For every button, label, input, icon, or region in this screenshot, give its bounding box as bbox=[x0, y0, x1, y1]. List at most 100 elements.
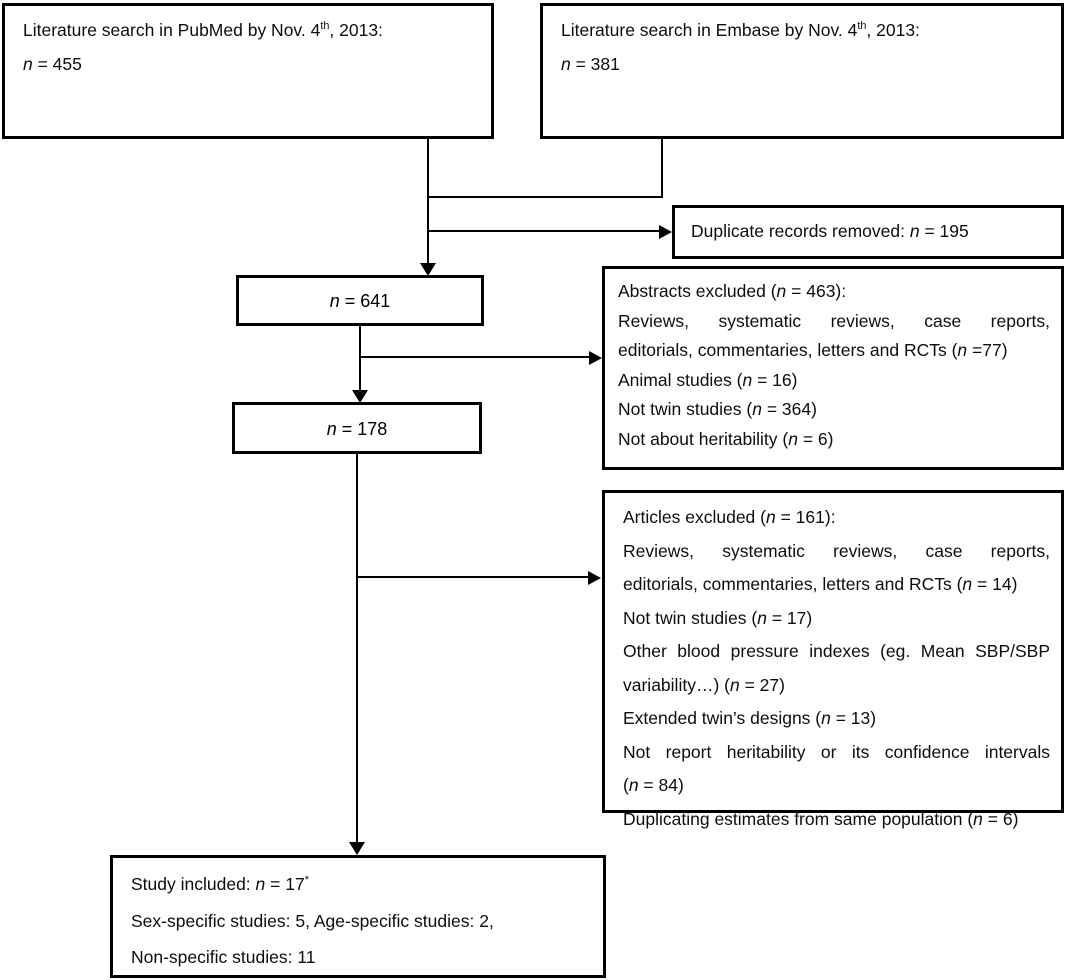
pubmed-search-line: Literature search in PubMed by Nov. 4th,… bbox=[23, 20, 481, 40]
articles-item: Not twin studies (n = 17) bbox=[623, 607, 1050, 628]
included-count-line: Study included: n = 17* bbox=[131, 874, 593, 894]
arrow-right-to-abstracts-excluded bbox=[589, 351, 602, 365]
articles-item-value: = 6) bbox=[982, 808, 1019, 829]
included-n-symbol: n bbox=[255, 874, 266, 894]
articles-item-text: Extended twin’s designs ( bbox=[623, 708, 822, 728]
pubmed-n-value: = 455 bbox=[32, 53, 82, 74]
articles-item: Duplicating estimates from same populati… bbox=[623, 808, 1050, 829]
arrow-down-to-n641 bbox=[420, 263, 436, 276]
pubmed-ordinal-suffix: th bbox=[320, 20, 330, 33]
abstracts-item: Animal studies (n = 16) bbox=[618, 369, 1050, 390]
included-footnote-marker: * bbox=[304, 874, 309, 887]
articles-item-text: Not twin studies ( bbox=[623, 607, 758, 628]
box-included-text: Study included: n = 17* Sex-specific stu… bbox=[131, 874, 593, 980]
articles-item-text: ( bbox=[623, 775, 629, 795]
abstracts-item-text: Not about heritability ( bbox=[618, 428, 789, 449]
articles-item-value: = 17) bbox=[766, 607, 813, 628]
abstracts-item-n-symbol: n bbox=[788, 428, 798, 449]
abstracts-item-value: = 16) bbox=[752, 369, 798, 390]
pubmed-stem-line bbox=[427, 139, 429, 198]
pubmed-search-label: Literature search in PubMed by Nov. 4 bbox=[23, 20, 321, 40]
articles-heading-n-symbol: n bbox=[765, 507, 776, 527]
n641-n-symbol: n bbox=[329, 291, 340, 311]
articles-heading-value: = 161): bbox=[775, 507, 836, 527]
abstracts-item: Not about heritability (n = 6) bbox=[618, 428, 1050, 449]
pubmed-count-line: n = 455 bbox=[23, 53, 481, 74]
arrow-down-to-n178 bbox=[352, 390, 368, 403]
embase-ordinal-suffix: th bbox=[857, 20, 867, 33]
included-n-value: = 17 bbox=[265, 874, 305, 894]
included-breakdown-line-2: Non-specific studies: 11 bbox=[131, 947, 316, 967]
duplicates-n-value: = 195 bbox=[919, 221, 969, 241]
articles-item-n-symbol: n bbox=[821, 708, 831, 728]
branch-to-articles-line bbox=[356, 576, 590, 578]
abstracts-item-text: Not twin studies ( bbox=[618, 399, 753, 419]
articles-item-value: = 84) bbox=[638, 775, 684, 795]
articles-item: Other blood pressure indexes (eg. Mean S… bbox=[623, 642, 1050, 661]
abstracts-item-text: Reviews, systematic reviews, case report… bbox=[618, 310, 1050, 331]
abstracts-item-n-symbol: n bbox=[752, 399, 762, 419]
articles-item: editorials, commentaries, letters and RC… bbox=[623, 574, 1050, 594]
articles-item: Not report heritability or its confidenc… bbox=[623, 741, 1050, 762]
n178-line: n = 178 bbox=[235, 420, 479, 438]
box-articles-excluded: Articles excluded (n = 161): Reviews, sy… bbox=[602, 490, 1064, 827]
box-articles-text: Articles excluded (n = 161): Reviews, sy… bbox=[623, 507, 1050, 844]
articles-item-n-symbol: n bbox=[973, 808, 983, 829]
box-embase-text: Literature search in Embase by Nov. 4th,… bbox=[561, 20, 1051, 89]
articles-item-text: Not report heritability or its confidenc… bbox=[623, 741, 1050, 762]
abstracts-heading-value: = 463): bbox=[786, 281, 847, 301]
pubmed-date-suffix: , 2013: bbox=[329, 20, 383, 40]
articles-item: Reviews, systematic reviews, case report… bbox=[623, 540, 1050, 561]
articles-item-n-symbol: n bbox=[962, 574, 973, 594]
n178-value: = 178 bbox=[336, 419, 388, 439]
branch-to-abstracts-line bbox=[359, 356, 591, 358]
box-duplicate-records-removed: Duplicate records removed: n = 195 bbox=[672, 205, 1064, 259]
articles-item-n-symbol: n bbox=[729, 674, 740, 695]
box-pubmed-text: Literature search in PubMed by Nov. 4th,… bbox=[23, 20, 481, 89]
included-label: Study included: bbox=[131, 874, 256, 894]
duplicates-line: Duplicate records removed: n = 195 bbox=[691, 221, 1051, 241]
box-abstracts-text: Abstracts excluded (n = 463): Reviews, s… bbox=[618, 281, 1050, 460]
pubmed-n-symbol: n bbox=[23, 53, 33, 74]
merge-bar-line bbox=[427, 196, 663, 198]
embase-n-value: = 381 bbox=[570, 53, 620, 74]
abstracts-item-text: Animal studies ( bbox=[618, 369, 743, 390]
articles-item-n-symbol: n bbox=[757, 607, 767, 628]
articles-item-text: editorials, commentaries, letters and RC… bbox=[623, 574, 963, 594]
included-breakdown-line-1: Sex-specific studies: 5, Age-specific st… bbox=[131, 910, 494, 931]
abstracts-item-value: =77) bbox=[967, 340, 1008, 360]
articles-heading-prefix: Articles excluded ( bbox=[623, 507, 766, 527]
abstracts-item: editorials, commentaries, letters and RC… bbox=[618, 340, 1050, 360]
embase-date-suffix: , 2013: bbox=[866, 20, 920, 40]
embase-count-line: n = 381 bbox=[561, 53, 1051, 74]
arrow-right-to-articles-excluded bbox=[588, 571, 601, 585]
embase-search-line: Literature search in Embase by Nov. 4th,… bbox=[561, 20, 1051, 40]
abstracts-item-value: = 6) bbox=[797, 428, 834, 449]
abstracts-item-n-symbol: n bbox=[742, 369, 753, 390]
articles-item-value: = 14) bbox=[972, 574, 1018, 594]
box-abstracts-excluded: Abstracts excluded (n = 463): Reviews, s… bbox=[602, 266, 1064, 470]
box-embase-search: Literature search in Embase by Nov. 4th,… bbox=[540, 3, 1064, 139]
abstracts-item-value: = 364) bbox=[761, 399, 817, 419]
embase-stem-line bbox=[661, 139, 663, 198]
articles-item-n-symbol: n bbox=[628, 775, 639, 795]
abstracts-heading-n-symbol: n bbox=[776, 281, 787, 301]
embase-n-symbol: n bbox=[561, 53, 571, 74]
duplicates-n-symbol: n bbox=[909, 221, 920, 241]
abstracts-item-n-symbol: n bbox=[957, 340, 968, 360]
abstracts-item: Not twin studies (n = 364) bbox=[618, 399, 1050, 419]
articles-item-text: Duplicating estimates from same populati… bbox=[623, 808, 974, 829]
n641-line: n = 641 bbox=[239, 292, 481, 310]
embase-search-label: Literature search in Embase by Nov. 4 bbox=[561, 20, 858, 40]
arrow-right-to-duplicates bbox=[659, 225, 672, 239]
box-full-text-assessed-178: n = 178 bbox=[232, 402, 482, 454]
abstracts-heading-prefix: Abstracts excluded ( bbox=[618, 281, 777, 301]
n178-to-included-line bbox=[356, 454, 358, 846]
articles-item-text: Reviews, systematic reviews, case report… bbox=[623, 540, 1050, 561]
articles-heading: Articles excluded (n = 161): bbox=[623, 507, 1050, 527]
box-pubmed-search: Literature search in PubMed by Nov. 4th,… bbox=[2, 3, 494, 139]
articles-item: Extended twin’s designs (n = 13) bbox=[623, 708, 1050, 728]
abstracts-item: Reviews, systematic reviews, case report… bbox=[618, 310, 1050, 331]
n641-value: = 641 bbox=[339, 291, 391, 311]
n641-to-n178-line bbox=[359, 326, 361, 395]
